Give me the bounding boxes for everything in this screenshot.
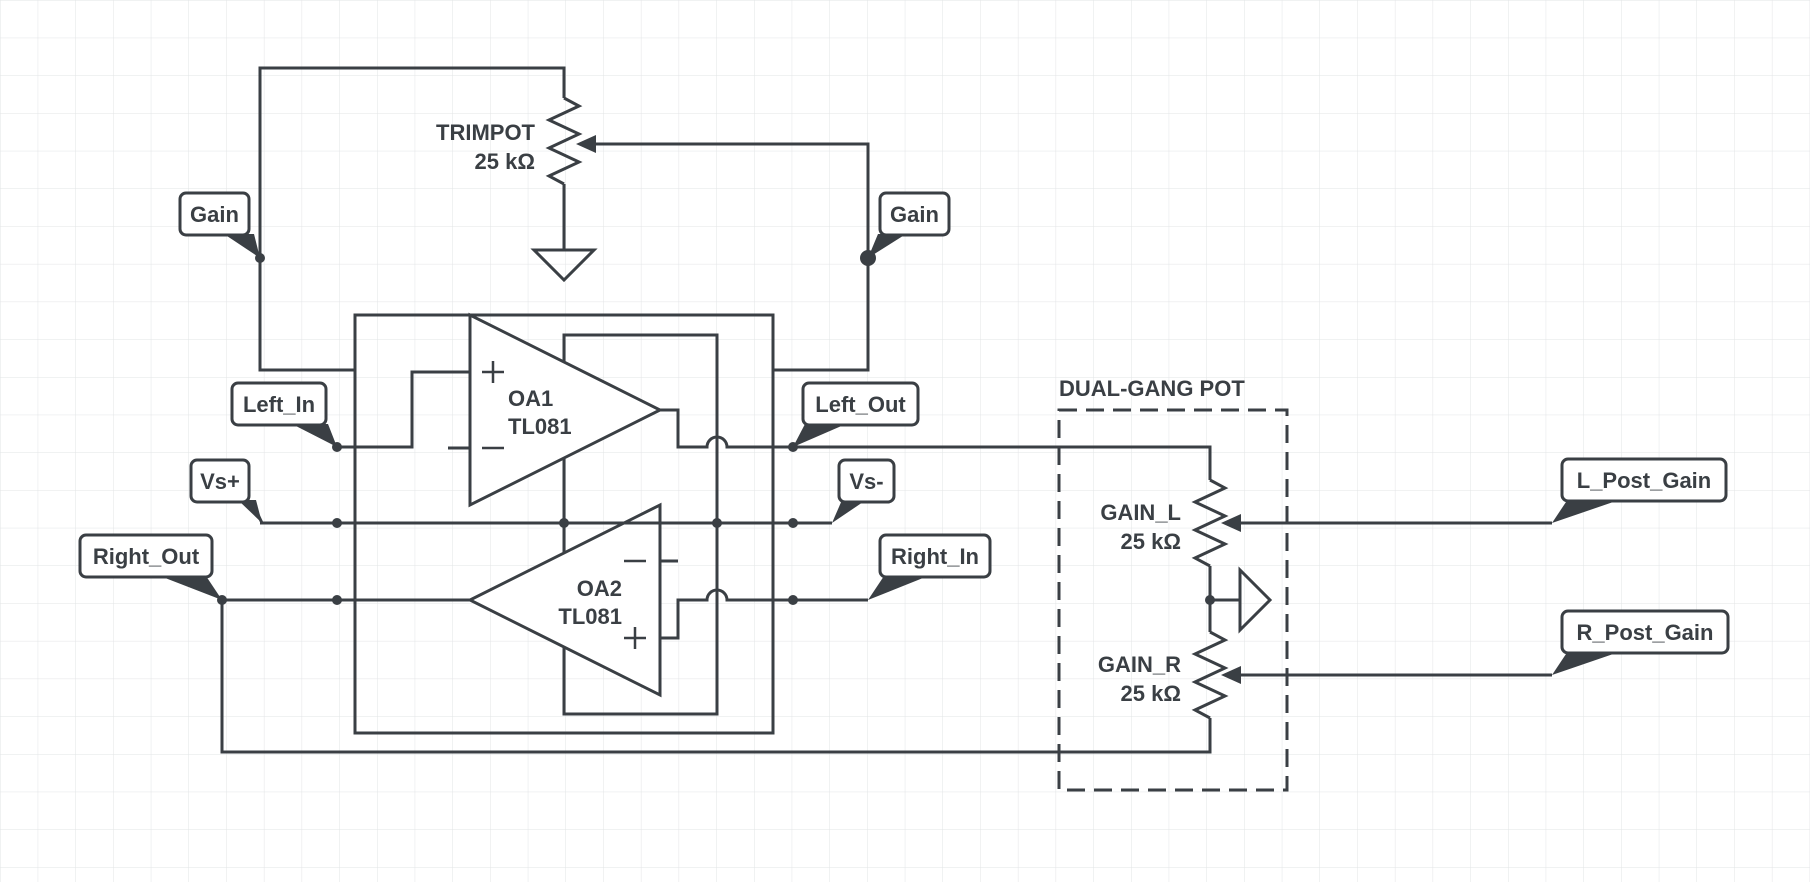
net-tag-l-post-gain[interactable]: L_Post_Gain	[1552, 457, 1728, 523]
net-tag-pointer	[868, 576, 928, 600]
net-tag-right-in[interactable]: Right_In	[868, 533, 992, 600]
net-tag-box	[230, 381, 328, 427]
net-tag-r-post-gain[interactable]: R_Post_Gain	[1552, 609, 1730, 675]
net-tag-gain-left[interactable]: Gain	[178, 191, 260, 258]
net-tag-left-in[interactable]: Left_In	[230, 381, 337, 447]
net-tag-label: Gain	[190, 202, 239, 227]
junction-rail-inner-right	[712, 518, 722, 528]
right-in-wire	[660, 588, 868, 640]
right-out-return-wire	[220, 600, 1212, 754]
junction-right-out-b	[332, 595, 342, 605]
net-tag-label: Left_In	[243, 392, 315, 417]
net-tag-pointer	[832, 500, 866, 523]
junction-vsplus	[332, 518, 342, 528]
oa2-name: OA2	[577, 576, 622, 601]
net-tag-pointer	[868, 234, 906, 258]
oa1-output-wire	[660, 408, 1212, 480]
oa2-part: TL081	[558, 604, 622, 629]
junction-vsminus	[788, 518, 798, 528]
oa1-plus-sign	[482, 361, 504, 383]
net-tag-label: Gain	[890, 202, 939, 227]
gain-left-to-ic	[258, 258, 355, 372]
net-tag-vs-minus[interactable]: Vs-	[832, 458, 896, 523]
net-tag-box	[78, 533, 214, 579]
net-tag-pointer	[1552, 651, 1622, 675]
oa1-part: TL081	[508, 414, 572, 439]
junction-rail-inner-left	[559, 518, 569, 528]
gain-l-value: 25 kΩ	[1121, 529, 1181, 554]
gain-r-value: 25 kΩ	[1121, 681, 1181, 706]
trimpot-value: 25 kΩ	[475, 149, 535, 174]
op-amp-oa2[interactable]: OA2 TL081	[466, 502, 662, 698]
net-tag-left-out[interactable]: Left_Out	[793, 381, 920, 447]
left-in-wire	[337, 370, 470, 449]
net-tag-box	[801, 381, 920, 427]
net-tag-leader	[250, 501, 264, 524]
junction-right-in	[788, 595, 798, 605]
net-tag-box	[189, 458, 251, 504]
net-tag-box	[1560, 457, 1728, 503]
net-tag-label: Right_In	[891, 544, 979, 569]
gain-r-wiper-arrow	[1221, 666, 1241, 684]
net-tag-box	[878, 191, 951, 237]
net-tag-pointer	[292, 424, 337, 447]
net-tag-pointer	[793, 424, 846, 447]
net-tag-right-out[interactable]: Right_Out	[78, 533, 222, 600]
dual-gang-outline	[1057, 408, 1289, 792]
op-amp-oa1[interactable]: OA1 TL081	[468, 312, 664, 508]
oa1-triangle	[468, 312, 664, 508]
net-tag-box	[878, 533, 992, 579]
net-tag-label: Vs-	[849, 469, 883, 494]
net-tag-label: Right_Out	[93, 544, 200, 569]
gain-r-resistor	[1191, 630, 1229, 720]
net-tag-label: Vs+	[200, 469, 240, 494]
net-tag-label: R_Post_Gain	[1577, 620, 1714, 645]
trimpot-name: TRIMPOT	[436, 120, 536, 145]
trimpot-resistor	[545, 96, 583, 186]
trimpot-wiper-arrow	[576, 135, 596, 153]
gain-l-name: GAIN_L	[1100, 500, 1181, 525]
junction-gang-center	[1205, 595, 1215, 605]
net-tag-box	[1560, 609, 1730, 655]
dual-gang-pot[interactable]: DUAL-GANG POT GAIN_L 25 kΩ GAIN_R 25 kΩ	[1057, 376, 1552, 792]
net-tag-pointer	[1552, 499, 1622, 523]
oa1-name: OA1	[508, 386, 553, 411]
dual-gang-title: DUAL-GANG POT	[1059, 376, 1245, 401]
net-tag-gain-right[interactable]: Gain	[868, 191, 951, 258]
trimpot-top-wire	[258, 66, 566, 368]
net-tag-box	[178, 191, 251, 237]
gain-l-wiper-arrow	[1221, 514, 1241, 532]
net-tag-vs-plus[interactable]: Vs+	[189, 458, 264, 524]
net-tag-box	[837, 458, 896, 504]
net-tag-pointer	[224, 234, 260, 258]
oa2-triangle	[466, 502, 662, 698]
gain-r-name: GAIN_R	[1098, 652, 1181, 677]
oa2-plus-sign	[624, 627, 646, 649]
net-tag-label: Left_Out	[815, 392, 906, 417]
net-tag-label: L_Post_Gain	[1577, 468, 1711, 493]
net-tag-pointer	[160, 576, 222, 600]
gang-ground-symbol	[1238, 566, 1273, 634]
gain-l-resistor	[1191, 478, 1229, 568]
net-tag-pointer	[238, 500, 262, 523]
ground-symbol	[530, 248, 598, 283]
